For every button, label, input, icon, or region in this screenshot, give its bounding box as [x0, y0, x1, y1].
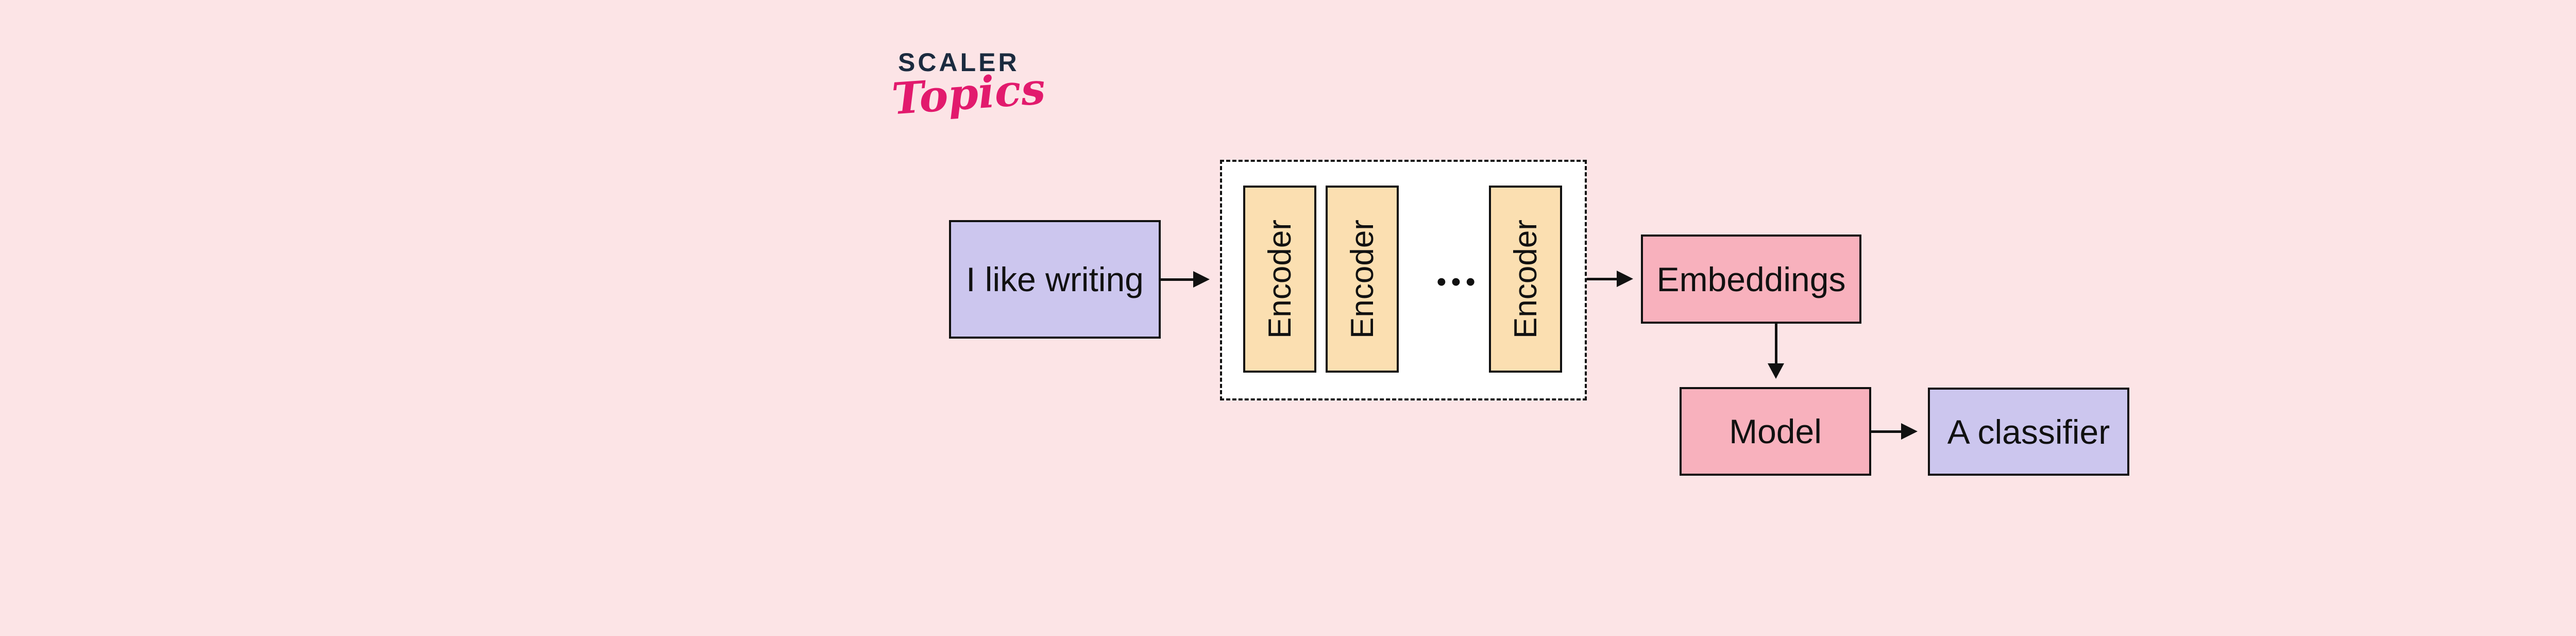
encoder-box-3: Encoder: [1489, 186, 1562, 373]
arrow-shaft: [1775, 324, 1777, 363]
arrow-right-head-icon: [1617, 271, 1633, 287]
embeddings-label: Embeddings: [1656, 260, 1846, 298]
arrow-shaft: [1587, 278, 1617, 280]
arrow-right-head-icon: [1901, 423, 1918, 440]
ellipsis-icon: •••: [1436, 267, 1481, 297]
encoder-label-1: Encoder: [1262, 220, 1298, 339]
encoder-label-3: Encoder: [1507, 220, 1544, 339]
arrow-model-to-classifier: [1871, 423, 1918, 440]
model-box: Model: [1680, 387, 1871, 476]
arrow-shaft: [1871, 430, 1901, 433]
arrow-encoders-to-embeddings: [1587, 271, 1633, 287]
encoder-label-2: Encoder: [1344, 220, 1380, 339]
model-label: Model: [1729, 412, 1822, 450]
arrow-shaft: [1161, 278, 1193, 281]
classifier-box: A classifier: [1928, 388, 2129, 476]
encoder-box-1: Encoder: [1243, 186, 1316, 373]
encoder-stack-group: Encoder Encoder ••• Encoder: [1220, 160, 1587, 400]
classifier-label: A classifier: [1947, 412, 2110, 451]
logo-brand-text: SCALER: [898, 48, 1020, 77]
input-sentence-box: I like writing: [949, 220, 1161, 339]
arrow-input-to-encoders: [1161, 271, 1210, 288]
encoder-box-2: Encoder: [1326, 186, 1399, 373]
input-sentence-label: I like writing: [966, 260, 1144, 298]
arrow-embeddings-to-model: [1768, 324, 1784, 379]
embeddings-box: Embeddings: [1641, 235, 1861, 324]
arrow-down-head-icon: [1768, 363, 1784, 379]
scaler-topics-logo: SCALER Topics: [890, 48, 1047, 124]
arrow-right-head-icon: [1193, 271, 1210, 288]
logo-script-text: Topics: [890, 62, 1047, 125]
